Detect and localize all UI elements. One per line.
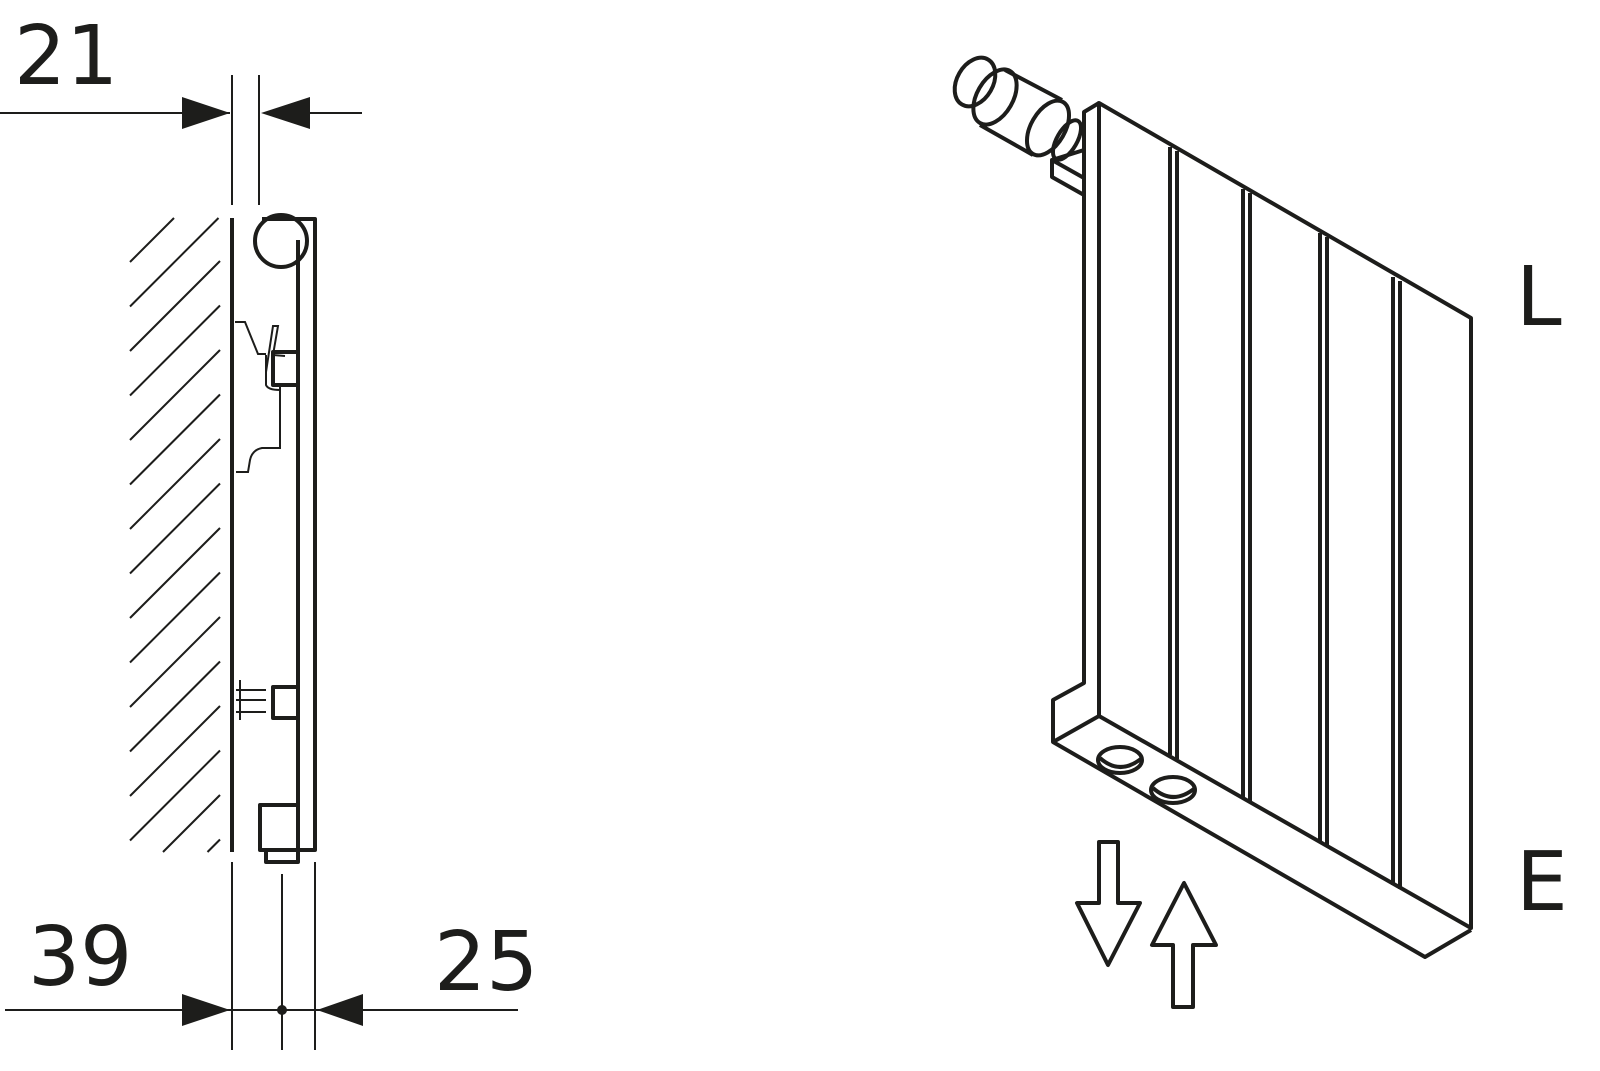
radiator-side [235, 213, 317, 864]
radiator-body [1051, 101, 1473, 959]
dim-39-label: 39 [28, 910, 132, 1005]
hatch-line [129, 393, 221, 486]
flow-arrows [1075, 840, 1218, 1009]
thermostat-valve [952, 55, 1086, 197]
hatch-line [129, 571, 221, 664]
iso-view: L E [952, 55, 1568, 1009]
hatch-line [129, 349, 221, 441]
hatch-line [129, 616, 221, 708]
wall-hatch [129, 217, 221, 853]
hatch-line [129, 217, 220, 308]
hatch-line [129, 482, 221, 575]
hatch-line [129, 304, 221, 397]
dimension-21: 21 [0, 9, 362, 205]
label-e: E [1516, 835, 1568, 930]
arrow-up-icon [1150, 881, 1218, 1009]
hatch-line [129, 438, 221, 530]
hatch-line [129, 260, 221, 352]
hatch-line [129, 749, 221, 842]
hatch-line [162, 794, 221, 853]
hatch-line [129, 705, 221, 797]
arrow-down-icon [1075, 840, 1142, 967]
dim-top-label: 21 [14, 9, 118, 104]
hatch-line [206, 838, 221, 853]
dim-25-label: 25 [434, 915, 538, 1010]
hatch-line [129, 527, 221, 619]
label-l: L [1516, 250, 1562, 345]
side-view: 21 39 25 [0, 9, 538, 1050]
hatch-line [129, 217, 175, 263]
hatch-line [129, 660, 221, 753]
dimension-39-25: 39 25 [5, 862, 538, 1050]
